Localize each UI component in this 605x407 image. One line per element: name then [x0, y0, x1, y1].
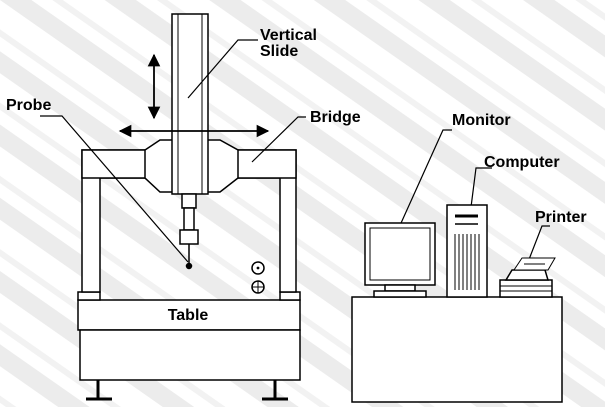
cmm-machine	[77, 13, 301, 401]
label-computer: Computer	[484, 154, 560, 171]
printer	[499, 279, 553, 298]
vertical-slide	[171, 13, 209, 195]
label-slide: Slide	[260, 43, 298, 60]
label-vertical: Vertical	[260, 27, 317, 44]
label-monitor: Monitor	[452, 112, 511, 129]
label-printer: Printer	[535, 209, 587, 226]
computer-station	[351, 204, 563, 403]
label-probe: Probe	[6, 97, 51, 114]
table-top	[77, 299, 301, 331]
leader-lines	[40, 39, 550, 263]
table-base	[79, 329, 301, 381]
desk	[351, 296, 563, 403]
label-bridge: Bridge	[310, 109, 361, 126]
label-table: Table	[168, 307, 209, 324]
